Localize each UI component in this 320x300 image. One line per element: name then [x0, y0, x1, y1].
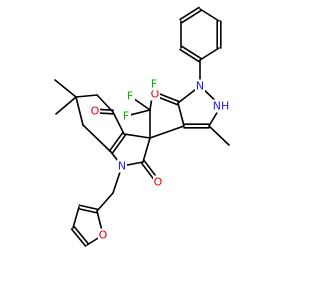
single-bond	[142, 137, 151, 163]
single-bond	[149, 125, 185, 139]
double-bond	[111, 134, 127, 154]
single-bond	[82, 124, 112, 153]
nitrogen-pyrazole-label: N	[196, 80, 204, 93]
double-bond	[70, 228, 87, 247]
atom-label-background	[90, 104, 100, 118]
single-bond	[112, 111, 125, 135]
fluorine-label: F	[127, 90, 133, 103]
nh-pyrazole-label: NH	[213, 100, 230, 113]
single-bond	[199, 47, 220, 61]
single-bond	[123, 133, 151, 139]
fluorine-label: F	[123, 110, 129, 123]
oxygen-ketone-label: O	[91, 105, 100, 118]
atom-label-background	[149, 77, 159, 91]
atom-label-background	[153, 175, 163, 189]
double-bond	[108, 132, 124, 152]
single-bond	[177, 102, 185, 127]
single-bond	[199, 8, 220, 22]
oxygen-pyrazolone-label: O	[151, 88, 160, 101]
single-bond	[96, 94, 114, 113]
single-bond	[75, 96, 84, 126]
bond-layer	[54, 6, 230, 247]
atom-label-background	[121, 109, 131, 123]
atom-label-background	[195, 79, 205, 93]
double-bond	[181, 45, 202, 60]
oxygen-furan-label: O	[99, 229, 108, 242]
double-bond	[77, 207, 98, 214]
atom-label-background	[117, 159, 127, 173]
fluorine-label: F	[151, 78, 157, 91]
single-bond	[55, 96, 77, 115]
double-bond	[179, 6, 200, 21]
single-bond	[75, 94, 98, 98]
double-bond	[73, 226, 90, 245]
nitrogen-indole-label: N	[118, 160, 126, 173]
atom-label-background	[125, 89, 135, 103]
atom-label-background	[98, 228, 108, 242]
double-bond	[78, 204, 99, 211]
single-bond	[208, 125, 230, 146]
atom-label-background	[150, 87, 160, 101]
oxygen-lactam-label: O	[154, 176, 163, 189]
double-bond	[181, 9, 202, 24]
double-bond	[179, 48, 200, 63]
single-bond	[54, 79, 77, 98]
single-bond	[96, 192, 114, 212]
atom-label-background	[212, 99, 230, 113]
single-bond	[72, 206, 80, 229]
